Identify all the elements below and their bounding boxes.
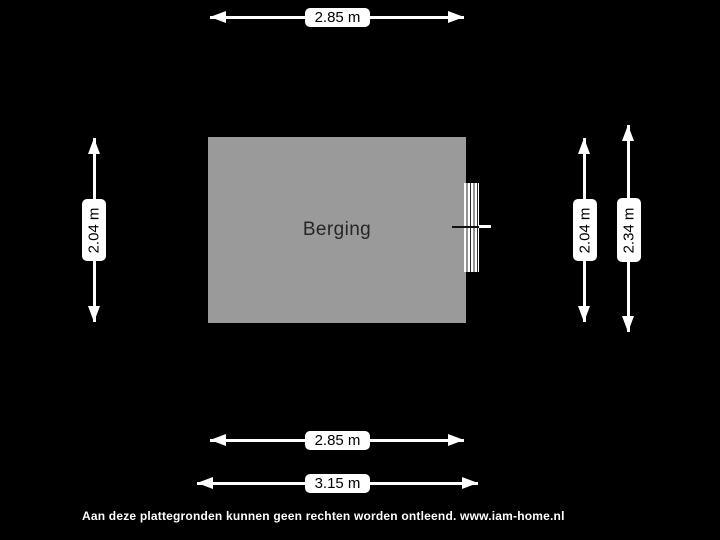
arrowhead-left-icon [210, 434, 226, 446]
dimension-label: 2.34 m [617, 198, 641, 262]
dimension-value: 2.04 m [85, 207, 103, 253]
dimension-value: 2.04 m [576, 207, 594, 253]
dimension-value: 2.85 m [314, 9, 361, 26]
arrowhead-up-icon [578, 138, 590, 154]
dimension-label: 2.85 m [305, 431, 370, 450]
dimension-value: 3.15 m [314, 475, 361, 492]
disclaimer-text: Aan deze plattegronden kunnen geen recht… [82, 509, 565, 523]
dimension-label: 2.85 m [305, 8, 370, 27]
arrowhead-right-icon [448, 434, 464, 446]
dimension-label: 2.04 m [82, 199, 106, 261]
dimension-label: 3.15 m [305, 474, 370, 493]
door-indicator-line [452, 226, 479, 228]
arrowhead-down-icon [622, 316, 634, 332]
room-berging: Berging [208, 137, 466, 323]
dimension-value: 2.85 m [314, 432, 361, 449]
door-indicator-tick [479, 225, 491, 228]
arrowhead-left-icon [210, 11, 226, 23]
dimension-value: 2.34 m [620, 207, 638, 253]
room-label: Berging [302, 219, 372, 240]
dimension-label: 2.04 m [573, 199, 597, 261]
arrowhead-down-icon [578, 306, 590, 322]
arrowhead-up-icon [88, 138, 100, 154]
arrowhead-right-icon [448, 11, 464, 23]
arrowhead-left-icon [197, 477, 213, 489]
arrowhead-up-icon [622, 125, 634, 141]
arrowhead-down-icon [88, 306, 100, 322]
arrowhead-right-icon [462, 477, 478, 489]
